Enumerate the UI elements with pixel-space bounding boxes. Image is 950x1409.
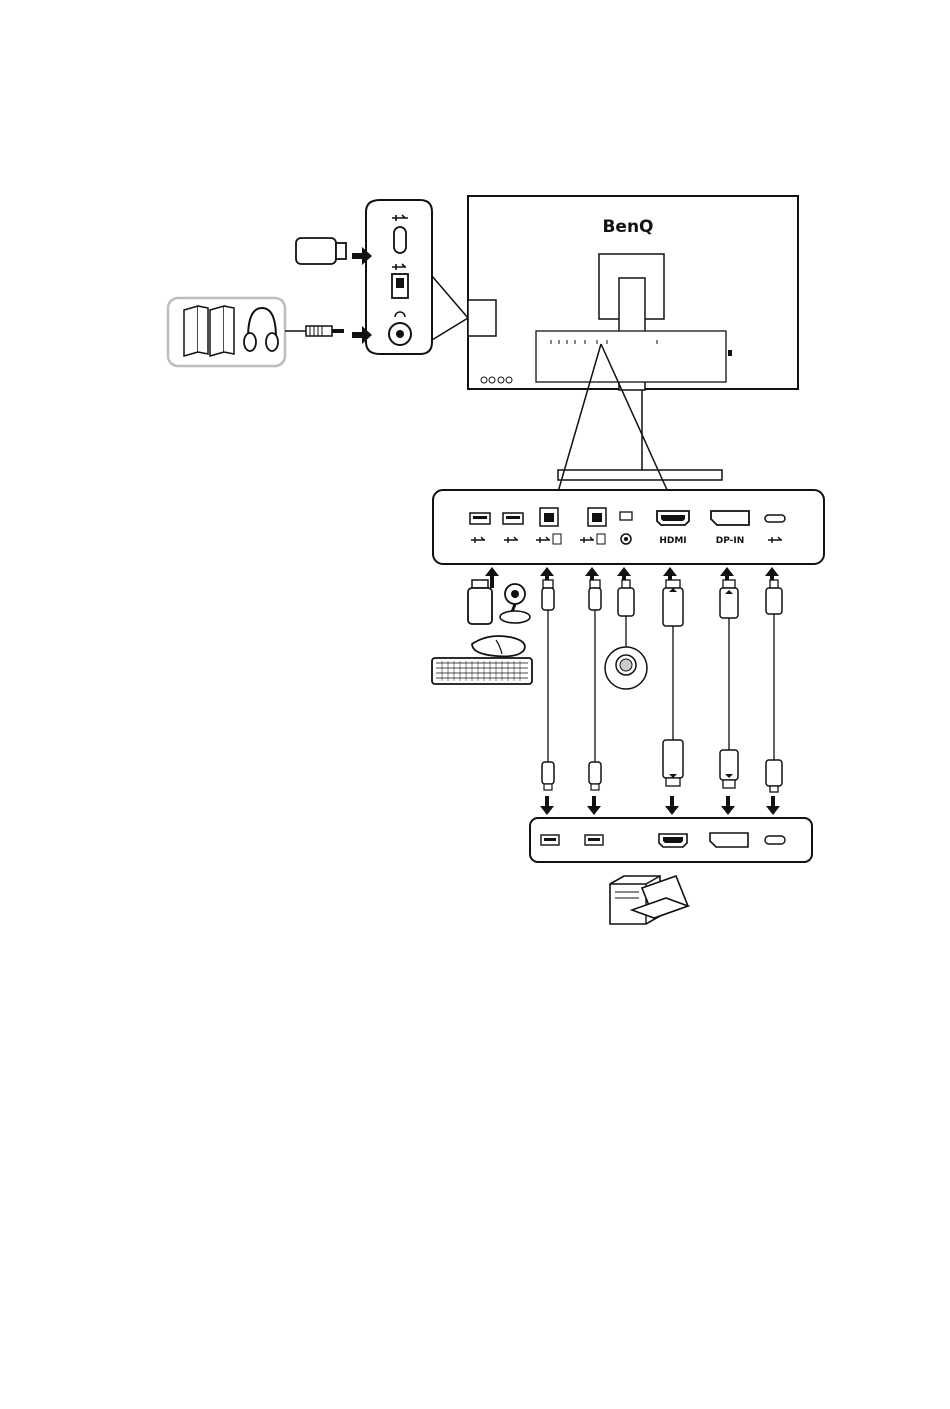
audio-device-box (168, 298, 285, 366)
keyboard-icon (432, 658, 532, 684)
usb-stick-icon (296, 238, 346, 264)
mouse-icon (472, 636, 525, 656)
brand-logo: BenQ (602, 217, 653, 237)
usb-c-port-icon (765, 836, 785, 844)
dp-in-label: DP-IN (716, 536, 745, 546)
monitor-back: BenQ (468, 196, 798, 480)
usb-b-cable (589, 580, 601, 790)
side-port-panel (366, 200, 432, 354)
usb-b-cable (542, 580, 554, 790)
usb-stick-icon (468, 580, 492, 624)
joystick-icon (500, 584, 530, 623)
usb-c-port-icon (765, 515, 785, 522)
puck-controller-icon (605, 580, 647, 689)
usb-c-cable (766, 580, 782, 792)
displayport-port-icon (711, 511, 749, 525)
headphone-jack-icon (621, 534, 631, 544)
hdmi-cable (663, 580, 683, 786)
computer-port-panel (530, 818, 812, 862)
rear-port-panel: HDMI DP-IN (433, 490, 824, 564)
audio-plug-icon (306, 326, 344, 336)
displayport-port-icon (710, 833, 748, 847)
hdmi-label: HDMI (659, 536, 686, 546)
arrow-icon (540, 796, 780, 815)
usb-c-port-icon (394, 227, 406, 253)
displayport-cable (720, 580, 738, 788)
